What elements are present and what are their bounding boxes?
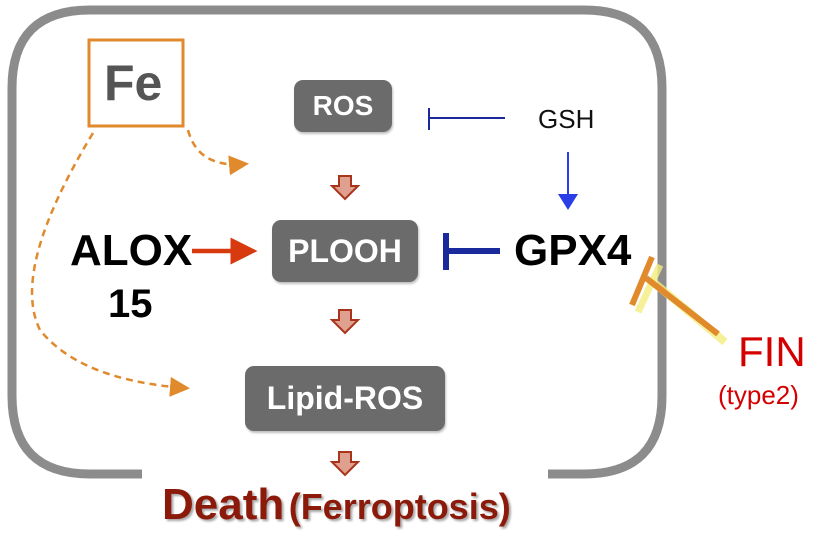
cell-membrane-outline [7,5,667,479]
fe-box [87,38,185,128]
ros-label: ROS [312,90,374,121]
lipid-ros-label: Lipid-ROS [266,380,424,416]
ros-to-plooh-flow-arrow [329,175,361,201]
fe-label: Fe [104,55,163,111]
gsh-label: GSH [538,104,595,134]
ros-node: ROS [294,80,392,132]
plooh-node: PLOOH [272,220,418,282]
death-text: Death [162,480,285,529]
fe-to-plooh-dashed-arrow [186,129,249,176]
gpx4-label: GPX4 [514,226,632,275]
fin-label: FIN [738,328,806,375]
fin-type-label: (type2) [718,380,799,410]
plooh-to-lipid-ros-flow-arrow [329,309,361,335]
fin-inhibit-bar-glow [634,263,664,314]
plooh-label: PLOOH [288,232,402,269]
ferroptosis-text: (Ferroptosis) [288,486,511,527]
lipid-ros-to-death-flow-arrow [329,451,361,477]
alox-label: ALOX [70,226,193,275]
alox-number-label: 15 [108,282,153,326]
death-label: Death (Ferroptosis) [162,480,511,530]
lipid-ros-node: Lipid-ROS [245,366,445,431]
fin-inhibit-bar [629,255,655,307]
fin-inhibit-line [644,275,720,337]
